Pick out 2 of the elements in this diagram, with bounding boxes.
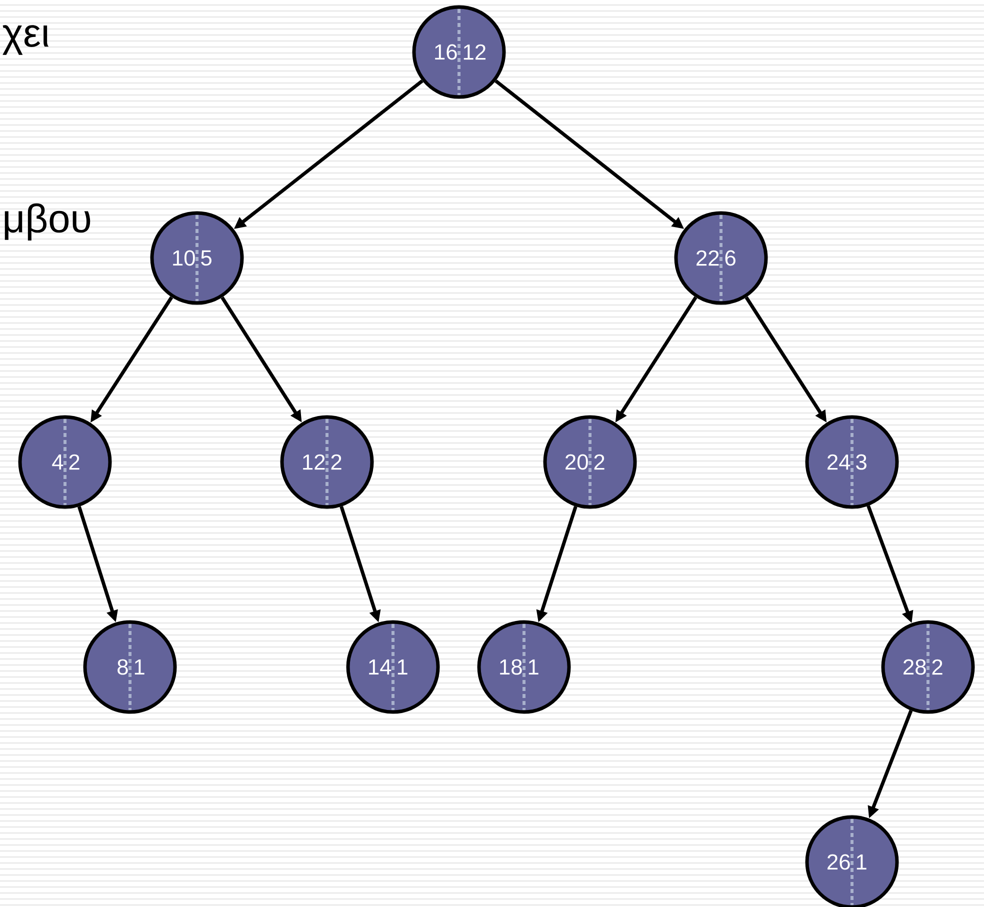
cut-off-text: χει <box>2 25 49 55</box>
cut-off-text: μβου <box>4 203 90 241</box>
